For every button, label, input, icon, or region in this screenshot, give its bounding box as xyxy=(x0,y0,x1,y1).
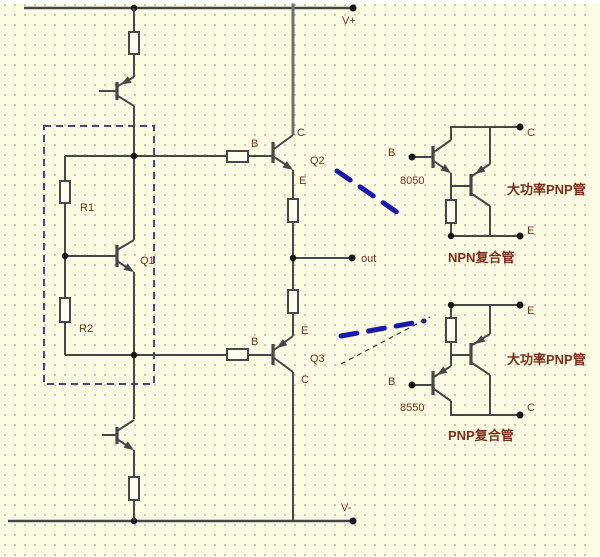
pnp-c-terminal-dot xyxy=(516,411,524,419)
net-label-out[interactable]: out xyxy=(361,253,376,265)
label-q3[interactable]: Q3 xyxy=(310,353,325,365)
label-q2-pin-c: C xyxy=(297,127,305,139)
resistor-bottom-bias[interactable] xyxy=(128,476,140,501)
npn-c-terminal-dot xyxy=(516,123,524,131)
label-8550[interactable]: 8550 xyxy=(400,402,424,414)
label-q3-pin-b: B xyxy=(251,336,258,348)
net-label-vminus[interactable]: V- xyxy=(341,502,352,514)
label-q2-pin-e: E xyxy=(299,175,306,187)
resistor-r2[interactable] xyxy=(59,297,71,323)
label-npn-pin-b: B xyxy=(388,147,395,159)
resistor-top-bias[interactable] xyxy=(128,31,140,55)
grid-background xyxy=(0,3,592,557)
resistor-emitter-upper[interactable] xyxy=(287,198,299,223)
label-8050[interactable]: 8050 xyxy=(400,175,424,187)
junction-dot xyxy=(289,254,297,262)
transistor-npn-power-pnp[interactable] xyxy=(469,163,491,207)
npn-b-terminal-dot xyxy=(408,153,416,161)
label-q2[interactable]: Q2 xyxy=(310,155,325,167)
label-pnp-caption[interactable]: PNP复合管 xyxy=(448,428,514,443)
npn-e-terminal-dot xyxy=(516,232,524,240)
resistor-emitter-lower[interactable] xyxy=(287,289,299,314)
leader-dashed-line[interactable] xyxy=(340,316,431,365)
label-npn-pin-e: E xyxy=(527,225,534,237)
label-q3-pin-e: E xyxy=(301,325,308,337)
transistor-8550[interactable] xyxy=(431,365,452,402)
selection-dashed-box[interactable] xyxy=(43,125,155,385)
net-label-vplus[interactable]: V+ xyxy=(342,15,356,27)
transistor-top-pnp[interactable] xyxy=(99,76,135,107)
label-q3-pin-c: C xyxy=(301,374,309,386)
label-pnp-pin-b: B xyxy=(388,376,395,388)
left-branch-wires[interactable] xyxy=(64,8,227,521)
resistor-q2-base[interactable] xyxy=(226,150,249,163)
transistor-q1[interactable] xyxy=(115,239,136,275)
transistor-bottom-npn[interactable] xyxy=(102,419,136,453)
label-q2-pin-b: B xyxy=(251,138,258,150)
transistor-q3[interactable] xyxy=(271,335,294,373)
out-terminal-dot xyxy=(348,254,356,262)
resistor-pnp-block[interactable] xyxy=(445,317,457,343)
transistor-pnp-power-pnp[interactable] xyxy=(469,333,491,376)
label-npn-pin-c: C xyxy=(527,127,535,139)
junction-dot xyxy=(130,152,138,160)
transistor-q2[interactable] xyxy=(271,134,295,173)
resistor-q3-base[interactable] xyxy=(226,348,249,361)
label-pnp-pin-e: E xyxy=(527,305,534,317)
label-q1[interactable]: Q1 xyxy=(140,255,155,267)
sheet-right-strip xyxy=(592,3,600,557)
resistor-npn-block[interactable] xyxy=(445,199,457,224)
label-r1[interactable]: R1 xyxy=(80,202,94,214)
annotation-arrow-upper[interactable] xyxy=(334,168,407,220)
label-npn-caption[interactable]: NPN复合管 xyxy=(448,250,514,265)
pnp-e-terminal-dot xyxy=(516,301,524,309)
resistor-r1[interactable] xyxy=(59,180,71,204)
label-npn-power-note[interactable]: 大功率PNP管 xyxy=(507,182,586,197)
junction-dot xyxy=(61,252,69,260)
transistor-8050[interactable] xyxy=(431,139,453,176)
junction-dot xyxy=(447,232,455,240)
pnp-b-terminal-dot xyxy=(408,381,416,389)
annotation-arrow-lower[interactable] xyxy=(338,318,427,339)
label-pnp-power-note[interactable]: 大功率PNP管 xyxy=(507,352,586,367)
junction-dot xyxy=(130,351,138,359)
label-r2[interactable]: R2 xyxy=(79,323,93,335)
junction-dot xyxy=(447,301,455,309)
label-pnp-pin-c: C xyxy=(527,402,535,414)
